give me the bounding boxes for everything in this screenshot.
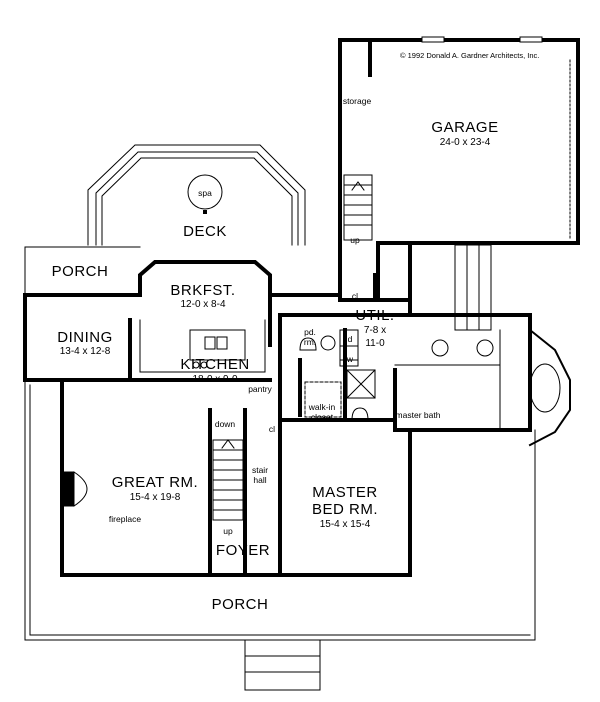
walk-in-closet-label-2: closet — [310, 412, 334, 422]
garage-doors — [421, 36, 571, 241]
kitchen-counters — [139, 319, 266, 373]
garage-label: GARAGE — [431, 119, 499, 136]
stair-down-label: down — [214, 419, 236, 429]
toilets — [299, 337, 369, 421]
garage-walls — [338, 38, 580, 302]
util-closet-label: cl — [351, 291, 359, 301]
stair-hall-label-2: hall — [253, 475, 267, 485]
deck-railing — [87, 144, 306, 246]
main-walls — [23, 241, 532, 577]
master-bath-bay — [394, 328, 571, 447]
pantry-label: pantry — [248, 384, 272, 394]
master-bed-label-1: MASTER — [312, 484, 378, 501]
hall-closet-label: cl — [268, 424, 276, 434]
powder-room-label-1: pd. — [304, 327, 316, 337]
copyright-notice: © 1992 Donald A. Gardner Architects, Inc… — [400, 51, 540, 60]
rear-porch — [24, 246, 141, 296]
spa-label: spa — [198, 188, 212, 198]
garage-dims: 24-0 x 23-4 — [439, 137, 491, 148]
shower — [346, 369, 376, 399]
storage-label: storage — [342, 96, 372, 106]
walk-in-closet-label-1: walk-in — [308, 402, 336, 412]
brkfst-label: BRKFST. — [170, 282, 236, 299]
util-label: UTIL. — [355, 307, 395, 324]
washer-label: w — [346, 354, 354, 364]
great-room-label: GREAT RM. — [111, 474, 199, 491]
fireplace-hearth — [61, 471, 88, 507]
master-bed-dims: 15-4 x 15-4 — [319, 519, 371, 530]
garage-stair-up-label: up — [350, 235, 360, 245]
master-bed-label-2: BED RM. — [311, 501, 379, 518]
dining-dims: 13-4 x 12-8 — [59, 346, 111, 357]
foyer-stair-up-label: up — [223, 526, 233, 536]
dryer-label: d — [347, 334, 353, 344]
kitchen-label: KITCHEN — [180, 356, 250, 373]
util-dims-2: 11-0 — [365, 338, 385, 349]
rear-porch-label: PORCH — [51, 263, 109, 280]
front-porch-label: PORCH — [211, 596, 269, 613]
spa-tub — [187, 174, 223, 210]
deck-label: DECK — [183, 223, 227, 240]
garage-stair — [343, 174, 373, 241]
kitchen-dims: 18-0 x 9-0 — [192, 374, 238, 385]
stair-hall-label-1: stair — [251, 465, 269, 475]
master-bath-label: master bath — [395, 410, 441, 420]
util-dims-1: 7-8 x — [363, 325, 387, 336]
washer-dryer — [320, 329, 359, 367]
front-steps — [244, 639, 321, 691]
powder-room-label-2: rm. — [303, 337, 317, 347]
foyer-stair — [212, 439, 244, 521]
great-room-dims: 15-4 x 19-8 — [129, 492, 181, 503]
foyer-label: FOYER — [215, 542, 271, 559]
fireplace-label: fireplace — [108, 514, 142, 524]
brkfst-dims: 12-0 x 8-4 — [180, 299, 226, 310]
dining-label: DINING — [57, 329, 113, 346]
closet-shelf — [304, 381, 342, 418]
side-steps — [454, 244, 492, 331]
